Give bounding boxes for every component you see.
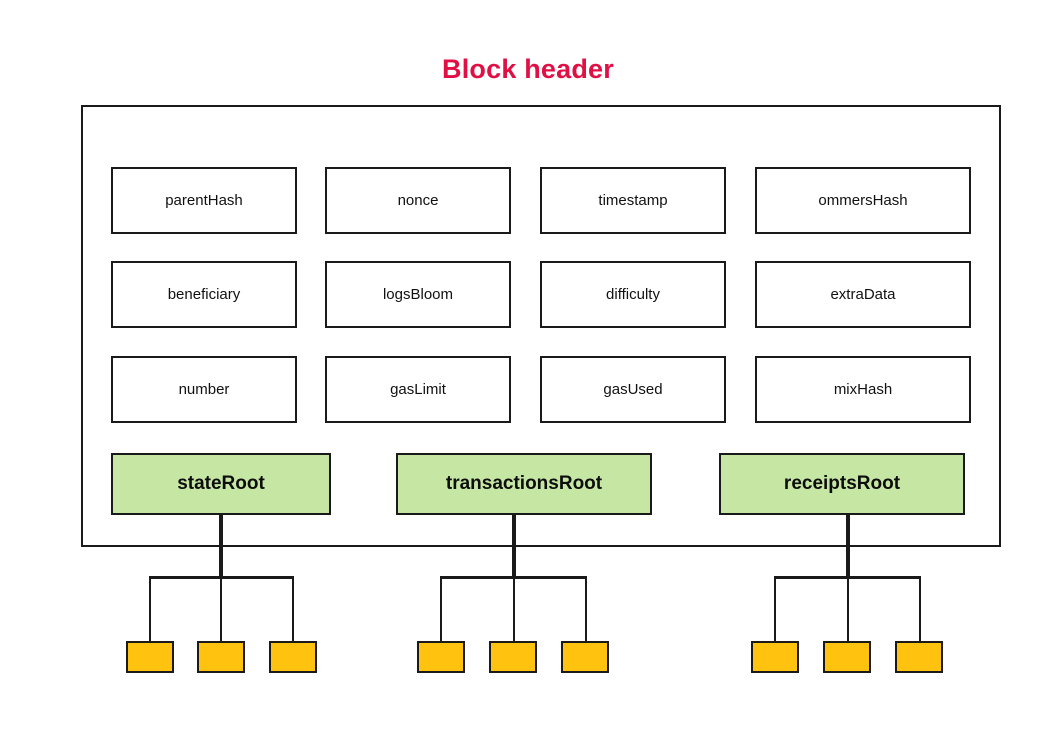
tree-drop-transactionsroot-2 — [513, 576, 515, 642]
tree-branch-bar-stateroot — [150, 576, 294, 579]
leaf-box-transactionsroot-2[interactable] — [489, 641, 537, 673]
page-title: Block header — [442, 54, 614, 84]
leaf-box-transactionsroot-3[interactable] — [561, 641, 609, 673]
field-box-ommershash[interactable]: ommersHash — [755, 167, 971, 234]
field-box-parenthash[interactable]: parentHash — [111, 167, 297, 234]
tree-stem-stateroot — [219, 513, 223, 579]
root-box-transactionsroot[interactable]: transactionsRoot — [396, 453, 652, 515]
tree-stem-receiptsroot — [846, 513, 850, 579]
field-box-nonce[interactable]: nonce — [325, 167, 511, 234]
leaf-box-receiptsroot-3[interactable] — [895, 641, 943, 673]
tree-drop-transactionsroot-1 — [440, 576, 442, 642]
block-header-container — [81, 105, 1001, 547]
tree-drop-stateroot-1 — [149, 576, 151, 642]
field-box-beneficiary[interactable]: beneficiary — [111, 261, 297, 328]
field-box-difficulty[interactable]: difficulty — [540, 261, 726, 328]
root-box-stateroot[interactable]: stateRoot — [111, 453, 331, 515]
tree-drop-stateroot-3 — [292, 576, 294, 642]
leaf-box-receiptsroot-1[interactable] — [751, 641, 799, 673]
field-box-gaslimit[interactable]: gasLimit — [325, 356, 511, 423]
tree-drop-receiptsroot-1 — [774, 576, 776, 642]
leaf-box-stateroot-3[interactable] — [269, 641, 317, 673]
field-box-number[interactable]: number — [111, 356, 297, 423]
leaf-box-stateroot-2[interactable] — [197, 641, 245, 673]
tree-drop-receiptsroot-2 — [847, 576, 849, 642]
tree-drop-transactionsroot-3 — [585, 576, 587, 642]
leaf-box-stateroot-1[interactable] — [126, 641, 174, 673]
field-box-gasused[interactable]: gasUsed — [540, 356, 726, 423]
root-box-receiptsroot[interactable]: receiptsRoot — [719, 453, 965, 515]
tree-drop-stateroot-2 — [220, 576, 222, 642]
leaf-box-transactionsroot-1[interactable] — [417, 641, 465, 673]
leaf-box-receiptsroot-2[interactable] — [823, 641, 871, 673]
field-box-extradata[interactable]: extraData — [755, 261, 971, 328]
field-box-timestamp[interactable]: timestamp — [540, 167, 726, 234]
tree-stem-transactionsroot — [512, 513, 516, 579]
field-box-mixhash[interactable]: mixHash — [755, 356, 971, 423]
tree-drop-receiptsroot-3 — [919, 576, 921, 642]
field-box-logsbloom[interactable]: logsBloom — [325, 261, 511, 328]
